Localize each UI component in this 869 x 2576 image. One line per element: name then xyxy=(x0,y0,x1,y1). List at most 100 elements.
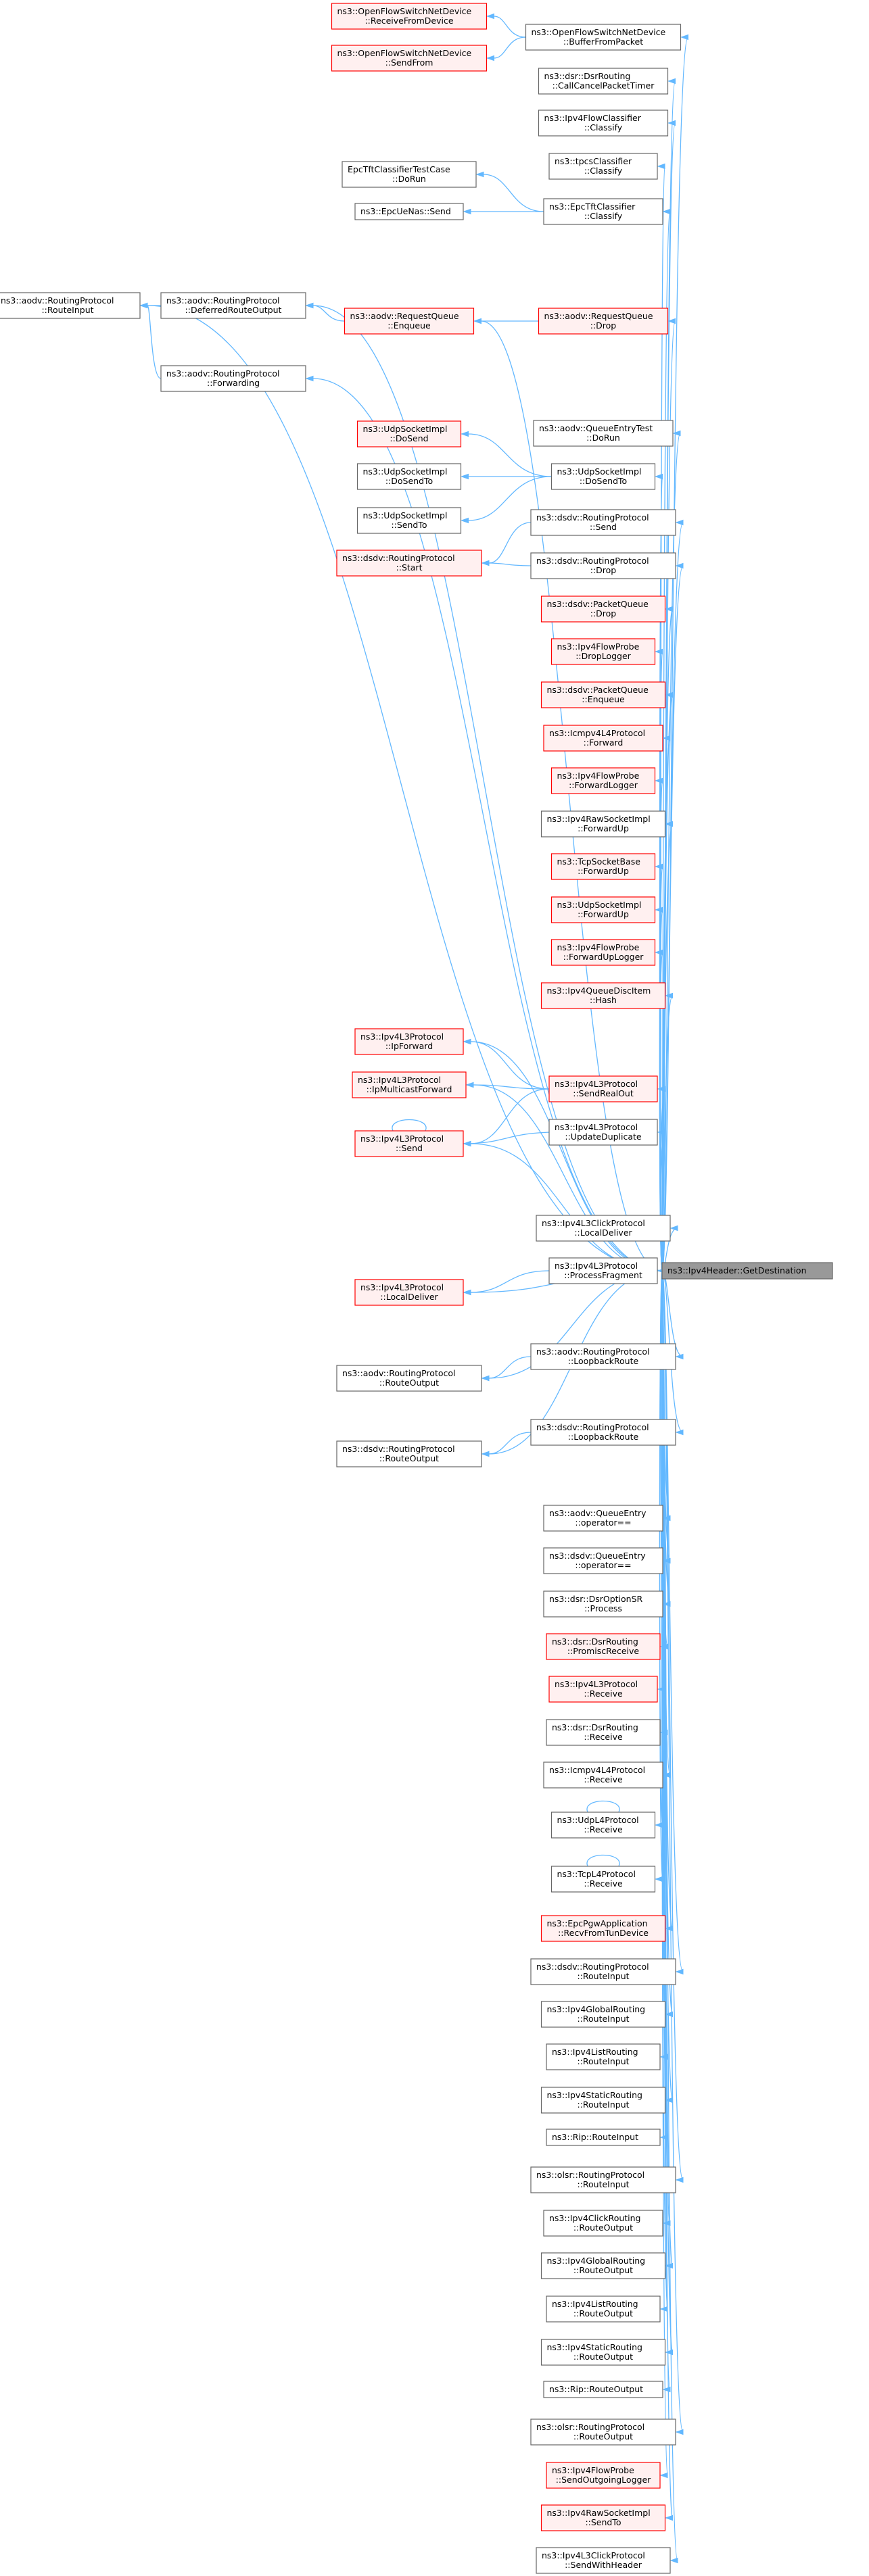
graph-node[interactable]: ns3::dsr::DsrRouting::CallCancelPacketTi… xyxy=(538,68,669,95)
graph-node[interactable]: ns3::dsdv::RoutingProtocol::Start xyxy=(336,550,482,577)
graph-node[interactable]: ns3::EpcUeNas::Send xyxy=(354,203,464,220)
graph-node[interactable]: ns3::Ipv4L3Protocol::LocalDeliver xyxy=(354,1279,464,1306)
graph-node[interactable]: ns3::dsdv::RoutingProtocol::Drop xyxy=(530,552,676,579)
graph-node[interactable]: ns3::Ipv4ClickRouting::RouteOutput xyxy=(543,2210,663,2237)
graph-node[interactable]: ns3::Ipv4FlowProbe::SendOutgoingLogger xyxy=(546,2462,661,2489)
graph-node[interactable]: ns3::Ipv4L3ClickProtocol::SendWithHeader xyxy=(536,2547,671,2574)
graph-node[interactable]: ns3::dsr::DsrRouting::Receive xyxy=(546,1719,661,1746)
node-label: ::LoopbackRoute xyxy=(568,1356,639,1366)
graph-node[interactable]: ns3::Ipv4GlobalRouting::RouteOutput xyxy=(540,2252,666,2279)
node-box xyxy=(550,853,656,880)
graph-node[interactable]: ns3::Icmpv4L4Protocol::Forward xyxy=(543,725,663,752)
graph-node[interactable]: ns3::aodv::RoutingProtocol::DeferredRout… xyxy=(160,292,306,319)
graph-node[interactable]: ns3::Ipv4FlowProbe::DropLogger xyxy=(550,638,656,665)
node-label: ns3::UdpL4Protocol xyxy=(557,1815,639,1825)
graph-node[interactable]: ns3::olsr::RoutingProtocol::RouteInput xyxy=(530,2166,676,2193)
graph-node[interactable]: ns3::EpcPgwApplication::RecvFromTunDevic… xyxy=(540,1915,666,1942)
graph-node[interactable]: ns3::aodv::RoutingProtocol::LoopbackRout… xyxy=(530,1343,676,1370)
node-box xyxy=(354,1130,464,1157)
graph-node[interactable]: ns3::dsdv::RoutingProtocol::LoopbackRout… xyxy=(530,1419,676,1446)
graph-node[interactable]: ns3::UdpL4Protocol::Receive xyxy=(550,1812,656,1839)
graph-node[interactable]: ns3::Rip::RouteInput xyxy=(546,2129,661,2146)
node-label: ::RouteOutput xyxy=(573,2308,633,2318)
graph-node[interactable]: ns3::aodv::RoutingProtocol::RouteOutput xyxy=(336,1365,482,1392)
edge-arrowhead xyxy=(664,691,673,698)
graph-node[interactable]: ns3::Ipv4L3Protocol::Send xyxy=(354,1130,464,1157)
edge-arrowhead xyxy=(481,560,490,566)
graph-node[interactable]: ns3::dsdv::RoutingProtocol::Send xyxy=(530,509,676,536)
graph-node[interactable]: ns3::UdpSocketImpl::ForwardUp xyxy=(550,896,656,923)
node-box xyxy=(336,1365,482,1392)
graph-node[interactable]: ns3::Ipv4StaticRouting::RouteOutput xyxy=(540,2339,666,2366)
graph-node[interactable]: ns3::olsr::RoutingProtocol::RouteOutput xyxy=(530,2419,676,2446)
graph-node[interactable]: ns3::aodv::QueueEntry::operator== xyxy=(543,1505,663,1532)
focus-node[interactable]: ns3::Ipv4Header::GetDestination xyxy=(661,1262,833,1280)
edge-arrowhead xyxy=(675,2429,684,2435)
graph-node[interactable]: ns3::Ipv4L3ClickProtocol::LocalDeliver xyxy=(536,1215,671,1242)
graph-node[interactable]: ns3::Rip::RouteOutput xyxy=(543,2381,663,2398)
graph-node[interactable]: ns3::Ipv4L3Protocol::IpMulticastForward xyxy=(352,1071,467,1098)
node-label: ns3::dsdv::RoutingProtocol xyxy=(342,553,455,563)
node-label: ::SendRealOut xyxy=(573,1088,634,1098)
edge-arrowhead xyxy=(473,318,482,324)
graph-node[interactable]: ns3::aodv::RequestQueue::Enqueue xyxy=(344,308,475,335)
node-label: ns3::TcpSocketBase xyxy=(557,856,641,867)
call-edge xyxy=(494,37,526,59)
graph-node[interactable]: ns3::dsr::DsrRouting::PromiscReceive xyxy=(546,1633,661,1660)
graph-node[interactable]: ns3::TcpL4Protocol::Receive xyxy=(550,1866,656,1893)
graph-node[interactable]: ns3::OpenFlowSwitchNetDevice::ReceiveFro… xyxy=(331,3,488,30)
graph-node[interactable]: ns3::Ipv4FlowProbe::ForwardUpLogger xyxy=(550,939,656,966)
node-label: ::Start xyxy=(396,562,423,573)
edge-arrowhead xyxy=(305,375,314,382)
graph-node[interactable]: ns3::EpcTftClassifier::Classify xyxy=(543,198,663,225)
graph-node[interactable]: ns3::dsdv::PacketQueue::Drop xyxy=(540,596,666,623)
graph-node[interactable]: ns3::tpcsClassifier::Classify xyxy=(548,153,658,180)
graph-node[interactable]: ns3::TcpSocketBase::ForwardUp xyxy=(550,853,656,880)
node-label: ns3::EpcPgwApplication xyxy=(547,1918,648,1928)
edge-arrowhead xyxy=(654,906,663,913)
graph-node[interactable]: ns3::UdpSocketImpl::DoSend xyxy=(356,420,462,447)
graph-node[interactable]: ns3::OpenFlowSwitchNetDevice::BufferFrom… xyxy=(525,24,682,51)
graph-node[interactable]: ns3::aodv::RoutingProtocol::RouteInput xyxy=(0,292,141,319)
edge-arrowhead xyxy=(463,1140,471,1147)
graph-node[interactable]: ns3::Ipv4L3Protocol::IpForward xyxy=(354,1028,464,1055)
graph-node[interactable]: ns3::Ipv4StaticRouting::RouteInput xyxy=(540,2087,666,2114)
edge-arrowhead xyxy=(675,1968,684,1975)
graph-node[interactable]: ns3::Ipv4ListRouting::RouteInput xyxy=(546,2043,661,2070)
graph-node[interactable]: ns3::Ipv4FlowClassifier::Classify xyxy=(538,110,669,137)
node-label: ::ForwardUp xyxy=(578,909,629,919)
node-box xyxy=(540,982,666,1009)
graph-node[interactable]: ns3::dsdv::RoutingProtocol::RouteOutput xyxy=(336,1440,482,1467)
graph-node[interactable]: EpcTftClassifierTestCase::DoRun xyxy=(342,161,477,188)
graph-node[interactable]: ns3::Ipv4L3Protocol::Receive xyxy=(548,1676,658,1703)
graph-node[interactable]: ns3::Ipv4FlowProbe::ForwardLogger xyxy=(550,767,656,794)
graph-node[interactable]: ns3::UdpSocketImpl::DoSendTo xyxy=(550,463,656,490)
graph-node[interactable]: ns3::Ipv4GlobalRouting::RouteInput xyxy=(540,2001,666,2028)
graph-node[interactable]: ns3::Ipv4L3Protocol::UpdateDuplicate xyxy=(548,1119,658,1146)
node-label: ns3::Ipv4L3Protocol xyxy=(555,1122,638,1132)
graph-node[interactable]: ns3::Ipv4ListRouting::RouteOutput xyxy=(546,2295,661,2323)
graph-node[interactable]: ns3::aodv::RoutingProtocol::Forwarding xyxy=(160,365,306,392)
node-label: ::RouteInput xyxy=(577,2099,629,2110)
edge-arrowhead xyxy=(664,606,673,612)
edge-arrowhead xyxy=(475,171,484,178)
node-box xyxy=(546,2129,661,2146)
graph-node[interactable]: ns3::dsr::DsrOptionSR::Process xyxy=(543,1590,663,1618)
graph-node[interactable]: ns3::Ipv4L3Protocol::SendRealOut xyxy=(548,1075,658,1102)
graph-node[interactable]: ns3::Ipv4QueueDiscItem::Hash xyxy=(540,982,666,1009)
graph-node[interactable]: ns3::Ipv4L3Protocol::ProcessFragment xyxy=(548,1257,658,1284)
graph-node[interactable]: ns3::dsdv::QueueEntry::operator== xyxy=(543,1547,663,1574)
node-box xyxy=(356,420,462,447)
graph-node[interactable]: ns3::aodv::RequestQueue::Drop xyxy=(538,308,669,335)
graph-node[interactable]: ns3::dsdv::PacketQueue::Enqueue xyxy=(540,681,666,708)
graph-node[interactable]: ns3::UdpSocketImpl::SendTo xyxy=(356,507,462,534)
graph-node[interactable]: ns3::dsdv::RoutingProtocol::RouteInput xyxy=(530,1958,676,1985)
graph-node[interactable]: ns3::UdpSocketImpl::DoSendTo xyxy=(356,463,462,490)
graph-node[interactable]: ns3::aodv::QueueEntryTest::DoRun xyxy=(533,420,674,447)
graph-node[interactable]: ns3::Icmpv4L4Protocol::Receive xyxy=(543,1761,663,1789)
graph-node[interactable]: ns3::Ipv4RawSocketImpl::SendTo xyxy=(540,2504,666,2531)
graph-node[interactable]: ns3::OpenFlowSwitchNetDevice::SendFrom xyxy=(331,45,488,72)
graph-node[interactable]: ns3::Ipv4RawSocketImpl::ForwardUp xyxy=(540,810,666,837)
node-box xyxy=(0,292,141,319)
node-box xyxy=(548,153,658,180)
